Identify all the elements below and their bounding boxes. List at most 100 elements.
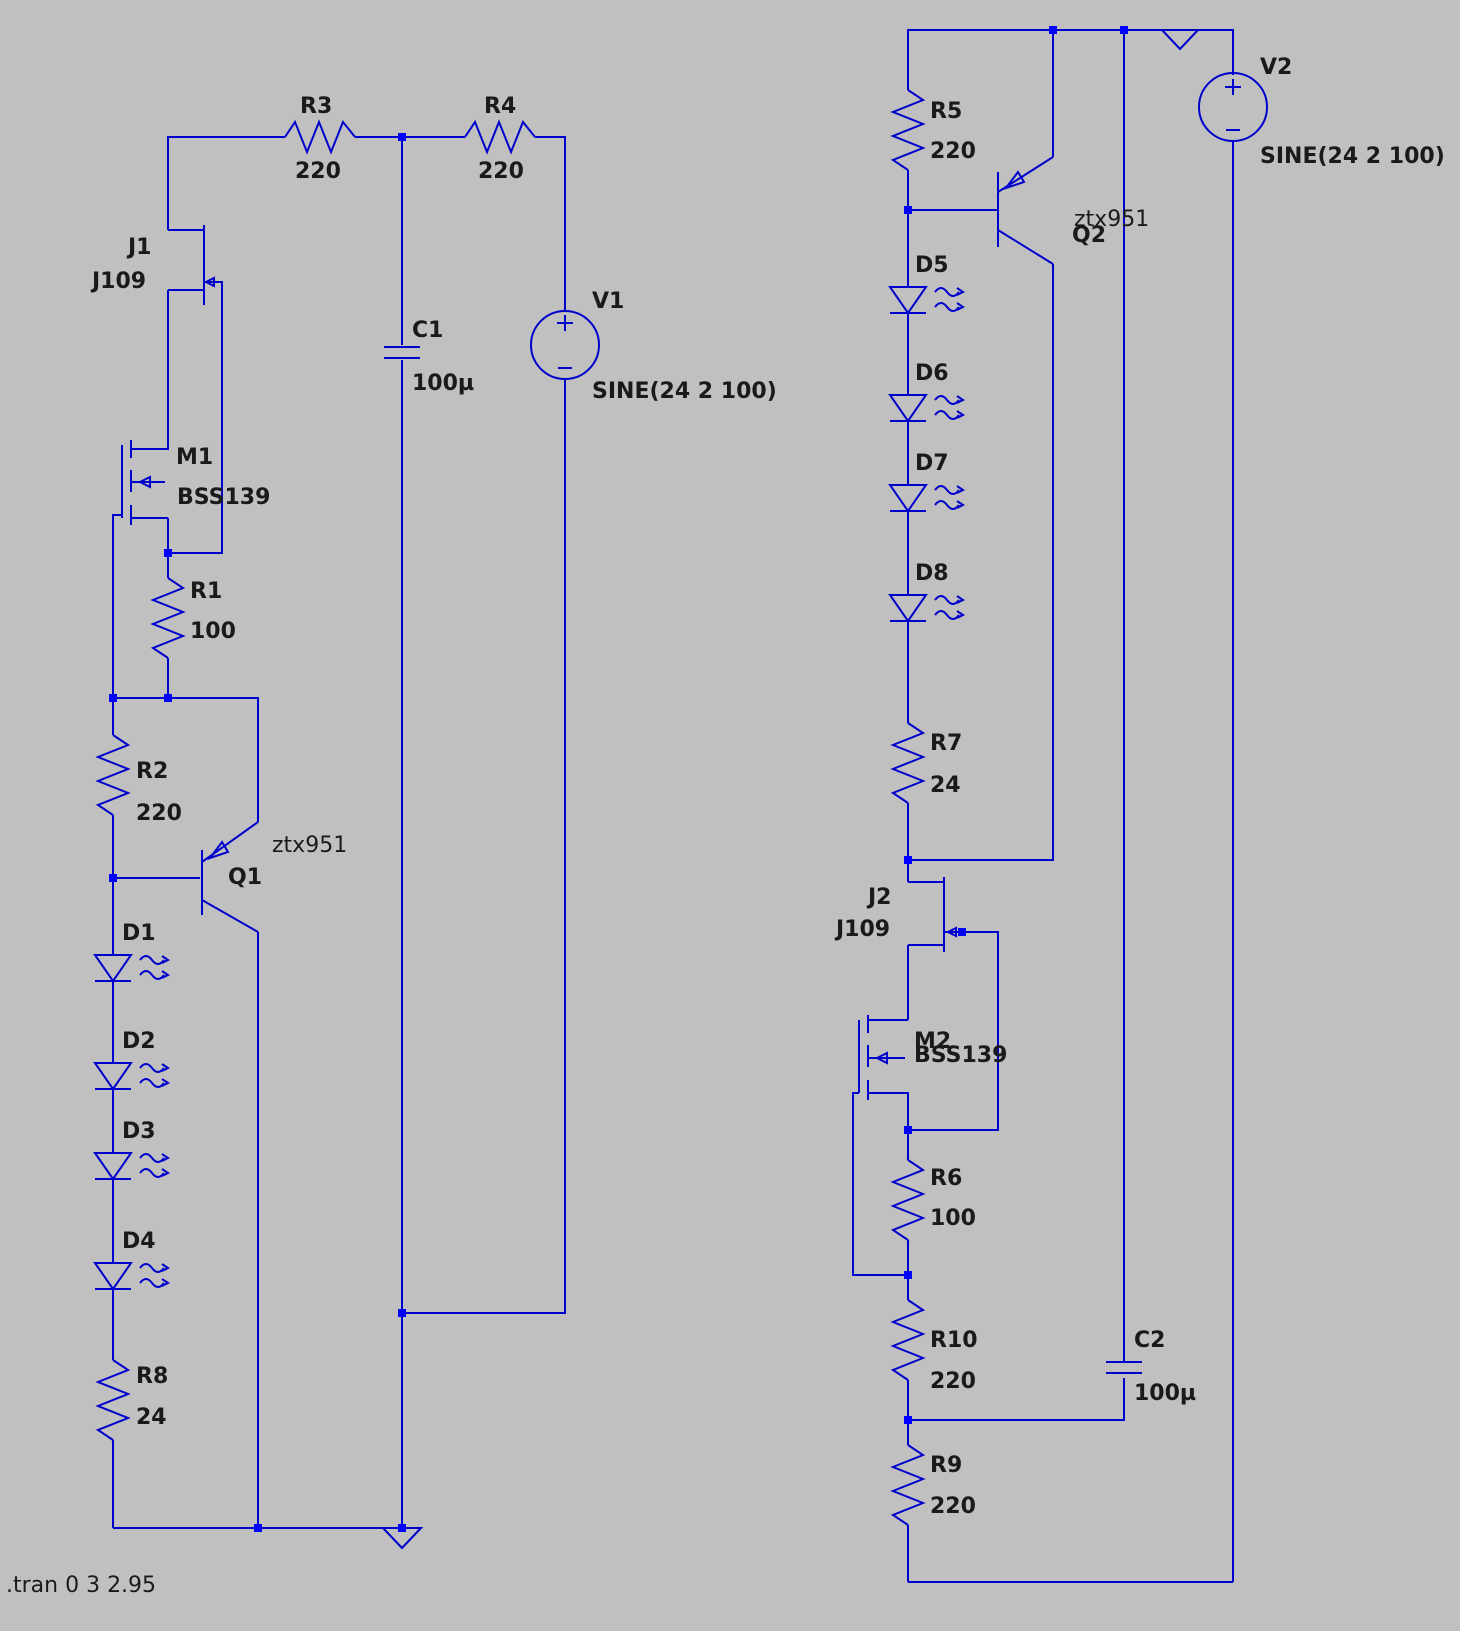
label-d5-name: D5 bbox=[915, 253, 949, 278]
label-m1-name: M1 bbox=[176, 445, 213, 470]
label-v2-name: V2 bbox=[1260, 55, 1292, 80]
mosfet-m1[interactable]: M1 BSS139 bbox=[121, 437, 270, 525]
label-c2-value: 100µ bbox=[1134, 1381, 1196, 1406]
led-d3[interactable]: D3 bbox=[93, 1119, 170, 1181]
capacitor-icon bbox=[1106, 1361, 1142, 1374]
led-d7[interactable]: D7 bbox=[888, 451, 965, 513]
label-m1-value: BSS139 bbox=[177, 485, 270, 510]
label-c1-value: 100µ bbox=[412, 371, 474, 396]
label-r3-value: 220 bbox=[295, 159, 341, 184]
label-r5-name: R5 bbox=[930, 99, 962, 124]
led-icon bbox=[888, 394, 965, 423]
resistor-icon bbox=[890, 722, 926, 804]
mosfet-icon bbox=[858, 1015, 909, 1100]
led-d4[interactable]: D4 bbox=[93, 1229, 170, 1291]
left-circuit-wires bbox=[112, 136, 566, 1529]
capacitor-c2[interactable]: C2 100µ bbox=[1106, 1328, 1196, 1406]
label-d6-name: D6 bbox=[915, 361, 949, 386]
resistor-icon bbox=[95, 734, 131, 816]
label-r10-name: R10 bbox=[930, 1328, 978, 1353]
label-r7-name: R7 bbox=[930, 731, 962, 756]
transistor-q1[interactable]: ztx951 Q1 bbox=[201, 821, 347, 933]
led-icon bbox=[93, 1152, 170, 1181]
jfet-j2[interactable]: J2 J109 bbox=[834, 877, 962, 952]
junction-dots bbox=[109, 26, 1128, 1532]
label-v1-name: V1 bbox=[592, 289, 624, 314]
label-r2-value: 220 bbox=[136, 801, 182, 826]
label-r4-name: R4 bbox=[484, 94, 516, 119]
label-j1-name: J1 bbox=[126, 235, 152, 260]
resistor-icon bbox=[890, 1159, 926, 1241]
capacitor-c1[interactable]: C1 100µ bbox=[384, 318, 474, 396]
label-q1-value: ztx951 bbox=[272, 833, 347, 858]
pnp-transistor-icon bbox=[201, 821, 259, 933]
label-q2-name: Q2 bbox=[1072, 223, 1106, 248]
jfet-j1[interactable]: J1 J109 bbox=[90, 225, 215, 305]
led-d1[interactable]: D1 bbox=[93, 921, 170, 983]
resistor-r1[interactable]: R1 100 bbox=[150, 577, 236, 659]
resistor-icon bbox=[284, 119, 356, 155]
label-r1-name: R1 bbox=[190, 579, 222, 604]
jfet-icon bbox=[168, 225, 215, 305]
pnp-transistor-icon bbox=[997, 156, 1054, 265]
label-d8-name: D8 bbox=[915, 561, 949, 586]
resistor-r4[interactable]: R4 220 bbox=[464, 94, 536, 184]
label-m2-value: BSS139 bbox=[914, 1043, 1007, 1068]
mosfet-m2[interactable]: M2 BSS139 bbox=[858, 1015, 1007, 1100]
label-v1-value: SINE(24 2 100) bbox=[592, 379, 777, 404]
label-c2-name: C2 bbox=[1134, 1328, 1165, 1353]
label-j1-value: J109 bbox=[90, 269, 146, 294]
resistor-r7[interactable]: R7 24 bbox=[890, 722, 962, 804]
right-circuit-wires bbox=[852, 29, 1234, 1583]
label-r5-value: 220 bbox=[930, 139, 976, 164]
label-j2-value: J109 bbox=[834, 917, 890, 942]
label-d1-name: D1 bbox=[122, 921, 156, 946]
led-d8[interactable]: D8 bbox=[888, 561, 965, 623]
led-d6[interactable]: D6 bbox=[888, 361, 965, 423]
jfet-icon bbox=[908, 877, 962, 952]
label-r6-name: R6 bbox=[930, 1166, 962, 1191]
label-c1-name: C1 bbox=[412, 318, 443, 343]
label-v2-value: SINE(24 2 100) bbox=[1260, 144, 1445, 169]
resistor-icon bbox=[890, 89, 926, 171]
label-r6-value: 100 bbox=[930, 1206, 976, 1231]
resistor-r3[interactable]: R3 220 bbox=[284, 94, 356, 184]
resistor-r5[interactable]: R5 220 bbox=[890, 89, 976, 171]
capacitor-icon bbox=[384, 346, 420, 359]
led-icon bbox=[93, 1062, 170, 1091]
label-d3-name: D3 bbox=[122, 1119, 156, 1144]
label-r10-value: 220 bbox=[930, 1369, 976, 1394]
led-icon bbox=[93, 954, 170, 983]
label-d4-name: D4 bbox=[122, 1229, 156, 1254]
label-r1-value: 100 bbox=[190, 619, 236, 644]
label-m2-name: M2 bbox=[914, 1029, 951, 1054]
voltage-source-v1[interactable]: V1 SINE(24 2 100) bbox=[530, 289, 777, 404]
label-r9-value: 220 bbox=[930, 1494, 976, 1519]
label-q1-name: Q1 bbox=[228, 865, 262, 890]
mosfet-icon bbox=[121, 437, 169, 525]
label-r2-name: R2 bbox=[136, 759, 168, 784]
resistor-icon bbox=[890, 1444, 926, 1526]
voltage-source-icon bbox=[530, 310, 600, 380]
resistor-icon bbox=[150, 577, 186, 659]
led-d2[interactable]: D2 bbox=[93, 1029, 170, 1091]
ground-right bbox=[1159, 29, 1201, 51]
resistor-r8[interactable]: R8 24 bbox=[95, 1359, 168, 1441]
label-j2-name: J2 bbox=[866, 885, 892, 910]
resistor-icon bbox=[464, 119, 536, 155]
resistor-r2[interactable]: R2 220 bbox=[95, 734, 182, 826]
resistor-icon bbox=[890, 1299, 926, 1381]
resistor-r6[interactable]: R6 100 bbox=[890, 1159, 976, 1241]
resistor-r9[interactable]: R9 220 bbox=[890, 1444, 976, 1526]
simulation-directive[interactable]: .tran 0 3 2.95 bbox=[6, 1573, 156, 1598]
resistor-r10[interactable]: R10 220 bbox=[890, 1299, 978, 1394]
label-r9-name: R9 bbox=[930, 1453, 962, 1478]
led-icon bbox=[888, 286, 965, 315]
label-r8-name: R8 bbox=[136, 1364, 168, 1389]
led-d5[interactable]: D5 bbox=[888, 253, 965, 315]
led-icon bbox=[888, 594, 965, 623]
voltage-source-v2[interactable]: V2 SINE(24 2 100) bbox=[1198, 55, 1445, 169]
voltage-source-icon bbox=[1198, 72, 1268, 142]
transistor-q2[interactable]: Q2 ztx951 bbox=[997, 156, 1149, 265]
